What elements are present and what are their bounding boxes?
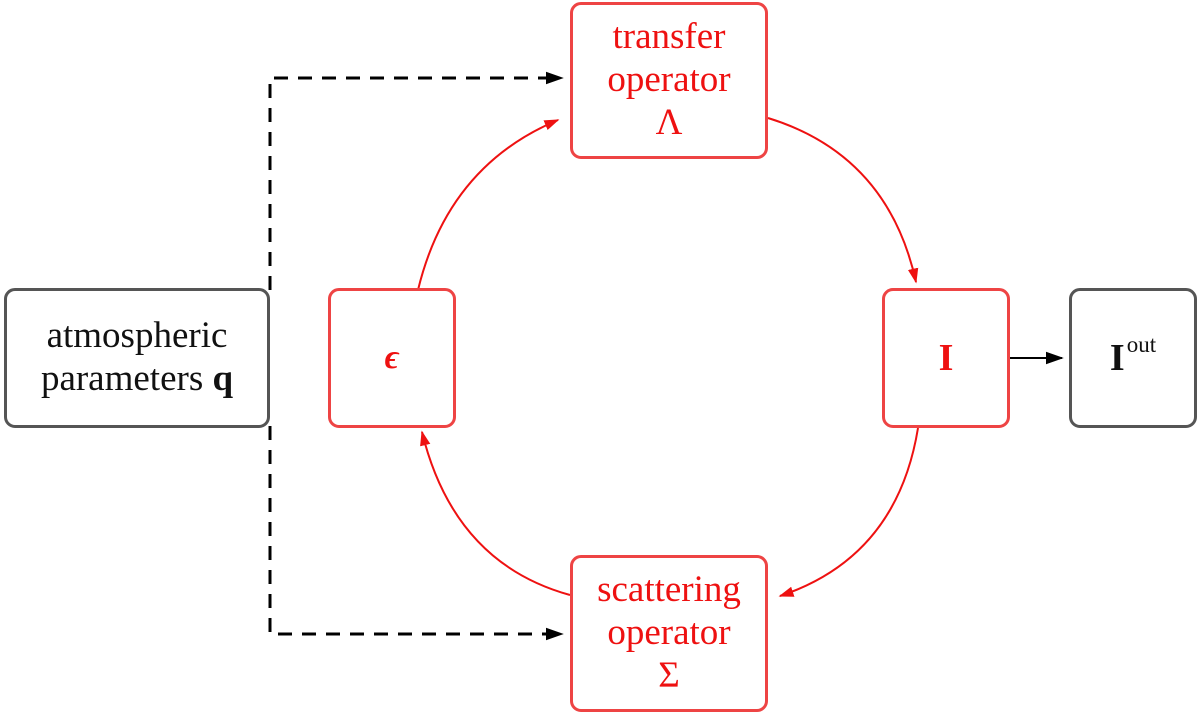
output-intensity-box: Iout (1069, 288, 1197, 428)
arrow-transfer-to-intensity (767, 117, 919, 284)
parameters-q-symbol: q (212, 358, 234, 399)
arrow-epsilon-to-transfer (417, 119, 560, 291)
scattering-operator-box: scattering operator Σ (570, 555, 768, 712)
atmospheric-label: atmospheric (46, 315, 228, 357)
arrow-intensity-to-scattering (778, 427, 919, 597)
epsilon-box: ϵ (328, 288, 456, 428)
dashed-arrow-to-transfer-operator (268, 71, 564, 290)
output-superscript: out (1126, 332, 1157, 358)
parameters-text: parameters (40, 358, 204, 399)
output-intensity-symbol: I (1109, 336, 1125, 379)
dashed-arrow-to-scattering-operator (268, 426, 564, 641)
lambda-symbol: Λ (655, 101, 683, 143)
parameters-label: parameters q (41, 358, 233, 401)
transfer-operator-box: transfer operator Λ (570, 2, 768, 159)
transfer-label: transfer (612, 16, 726, 58)
intensity-symbol: I (938, 336, 954, 379)
atmospheric-parameters-box: atmospheric parameters q (4, 288, 270, 428)
epsilon-symbol: ϵ (384, 339, 400, 377)
sigma-symbol: Σ (658, 654, 680, 696)
intensity-box: I (882, 288, 1010, 428)
scattering-operator-label: operator (607, 612, 731, 654)
scattering-label: scattering (597, 569, 741, 611)
transfer-operator-label: operator (607, 59, 731, 101)
arrow-scattering-to-epsilon (420, 430, 571, 596)
output-intensity-label: Iout (1109, 333, 1156, 381)
